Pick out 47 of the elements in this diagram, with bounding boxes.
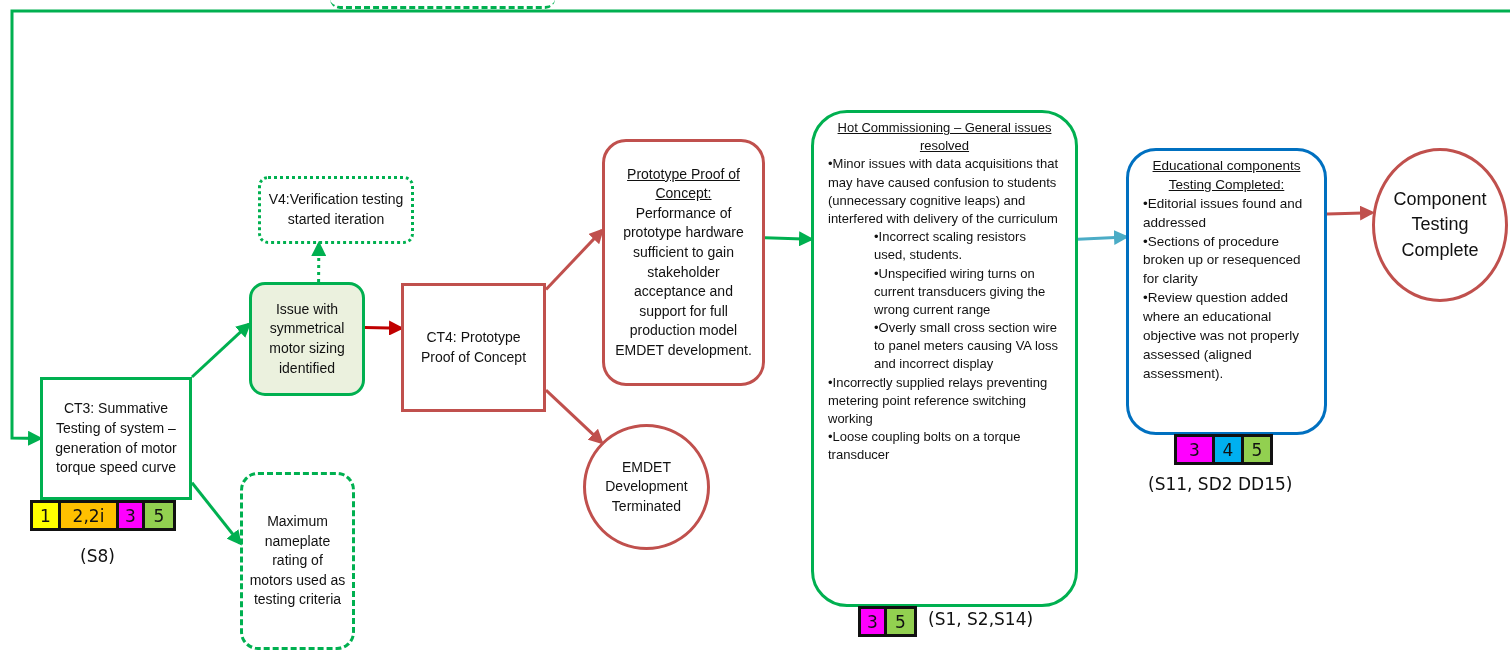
number-tag: 5: [884, 606, 917, 637]
bullet-item: •Editorial issues found and addressed: [1143, 194, 1304, 232]
reference-note: (S8): [80, 546, 115, 566]
bullet-item: •Sections of procedure broken up or resequenced for clarity: [1143, 232, 1302, 289]
node-text: CT3: Summative Testing of system – generation of motor torque speed curve: [54, 399, 178, 478]
arrow: [10, 9, 1510, 446]
node-heading: Prototype Proof of Concept:: [626, 164, 741, 204]
reference-note: (S11, SD2 DD15): [1148, 474, 1293, 494]
terminal-circle: [583, 424, 710, 550]
node-text: EMDET Development Terminated: [604, 457, 689, 516]
bullet-item: •Overly small cross section wire to panel meters causing VA loss and incorrect display: [873, 319, 1060, 374]
bullet-item: •Review question added where an educational objective was not properly assessed (aligned assessment).: [1143, 289, 1301, 383]
number-tag: 2,2i: [58, 500, 119, 531]
bullet-item: •Loose coupling bolts on a torque transducer: [828, 428, 1022, 465]
node-heading: Educational components Testing Completed:: [1151, 157, 1302, 194]
reference-note: (S1, S2,S14): [928, 609, 1034, 629]
number-tag: 3: [1174, 434, 1215, 465]
bullet-item: •Unspecified wiring turns on current transducers giving the wrong current range: [873, 264, 1047, 319]
process-box: [249, 282, 365, 396]
arrow: [311, 241, 327, 282]
arrow: [764, 231, 814, 247]
arrow: [544, 228, 605, 291]
process-box: [811, 110, 1078, 607]
number-tag: 4: [1212, 434, 1244, 465]
process-box: [401, 283, 546, 412]
process-box: [40, 377, 192, 500]
node-text: Performance of prototype hardware sufficient to gain stakeholder acceptance and support for full production model EMDET development.: [614, 203, 753, 360]
arrow: [1077, 230, 1129, 245]
node-text: V4:Verification testing started iteration: [267, 190, 405, 229]
bullet-item: •Incorrectly supplied relays preventing metering point reference switching working: [828, 373, 1049, 428]
node-heading: Hot Commissioning – General issues resolved: [836, 119, 1053, 156]
node-text: Issue with symmetrical motor sizing identified: [268, 299, 346, 378]
node-text: Maximum nameplate rating of motors used as testing criteria: [249, 512, 346, 610]
process-box: [258, 176, 414, 244]
bullet-item: •Incorrect scaling resistors used, students.: [873, 228, 1027, 265]
bullet-item: •Minor issues with data acquisitions that may have caused confusion to students (unnecessary cognitive leaps) and interfered with delivery of the curriculum: [828, 155, 1059, 228]
arrow: [364, 320, 404, 336]
arrow: [190, 481, 242, 546]
process-box: [602, 139, 765, 386]
arrow: [544, 388, 604, 445]
node-text: CT4: Prototype Proof of Concept: [419, 327, 528, 367]
arrow: [1326, 205, 1375, 221]
node-text: Component Testing Complete: [1392, 188, 1488, 262]
number-tag: 5: [1241, 434, 1273, 465]
process-box: [240, 472, 355, 650]
terminal-circle: [1372, 148, 1508, 302]
number-tag: 5: [142, 500, 176, 531]
